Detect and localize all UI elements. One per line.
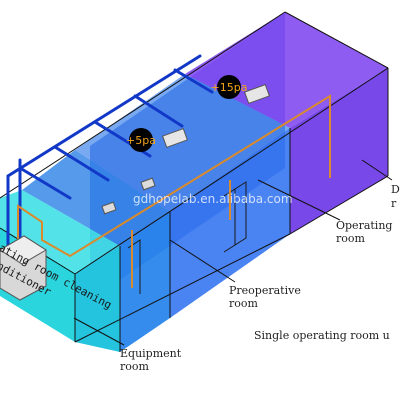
pressure-label-low: +5pa xyxy=(126,134,156,147)
room-outline xyxy=(0,11,389,352)
preoperative-room-label-line2: room xyxy=(229,297,259,310)
preoperative-room-label: Preoperative xyxy=(229,284,301,297)
watermark: gdhopelab.en.alibaba.com xyxy=(133,192,293,206)
equipment-room-top xyxy=(0,190,120,274)
operating-room-top xyxy=(75,74,290,212)
equipment-room-label: Equipment xyxy=(120,347,182,360)
leader-line xyxy=(73,159,393,346)
pressure-dot-high xyxy=(217,75,241,99)
dirty-room-label: D xyxy=(391,183,400,196)
pipe xyxy=(17,94,331,288)
pressure-label-high: +15pa xyxy=(211,81,248,94)
pressure-dot-low xyxy=(129,128,153,152)
caption: Single operating room u xyxy=(254,329,390,342)
dirty-room-label-line2: r xyxy=(391,197,397,210)
equipment-room-label-line2: room xyxy=(120,360,150,373)
air-outlet xyxy=(101,83,271,215)
air-conditioner-unit xyxy=(0,235,47,301)
dirty-room-side-wall xyxy=(290,68,388,234)
operating-room-label-line2: room xyxy=(336,232,366,245)
dirty-room-top xyxy=(185,12,388,128)
operating-room-label: Operating xyxy=(336,219,392,232)
operating-room-front-wall xyxy=(170,128,290,318)
preop-room-top xyxy=(22,150,170,246)
